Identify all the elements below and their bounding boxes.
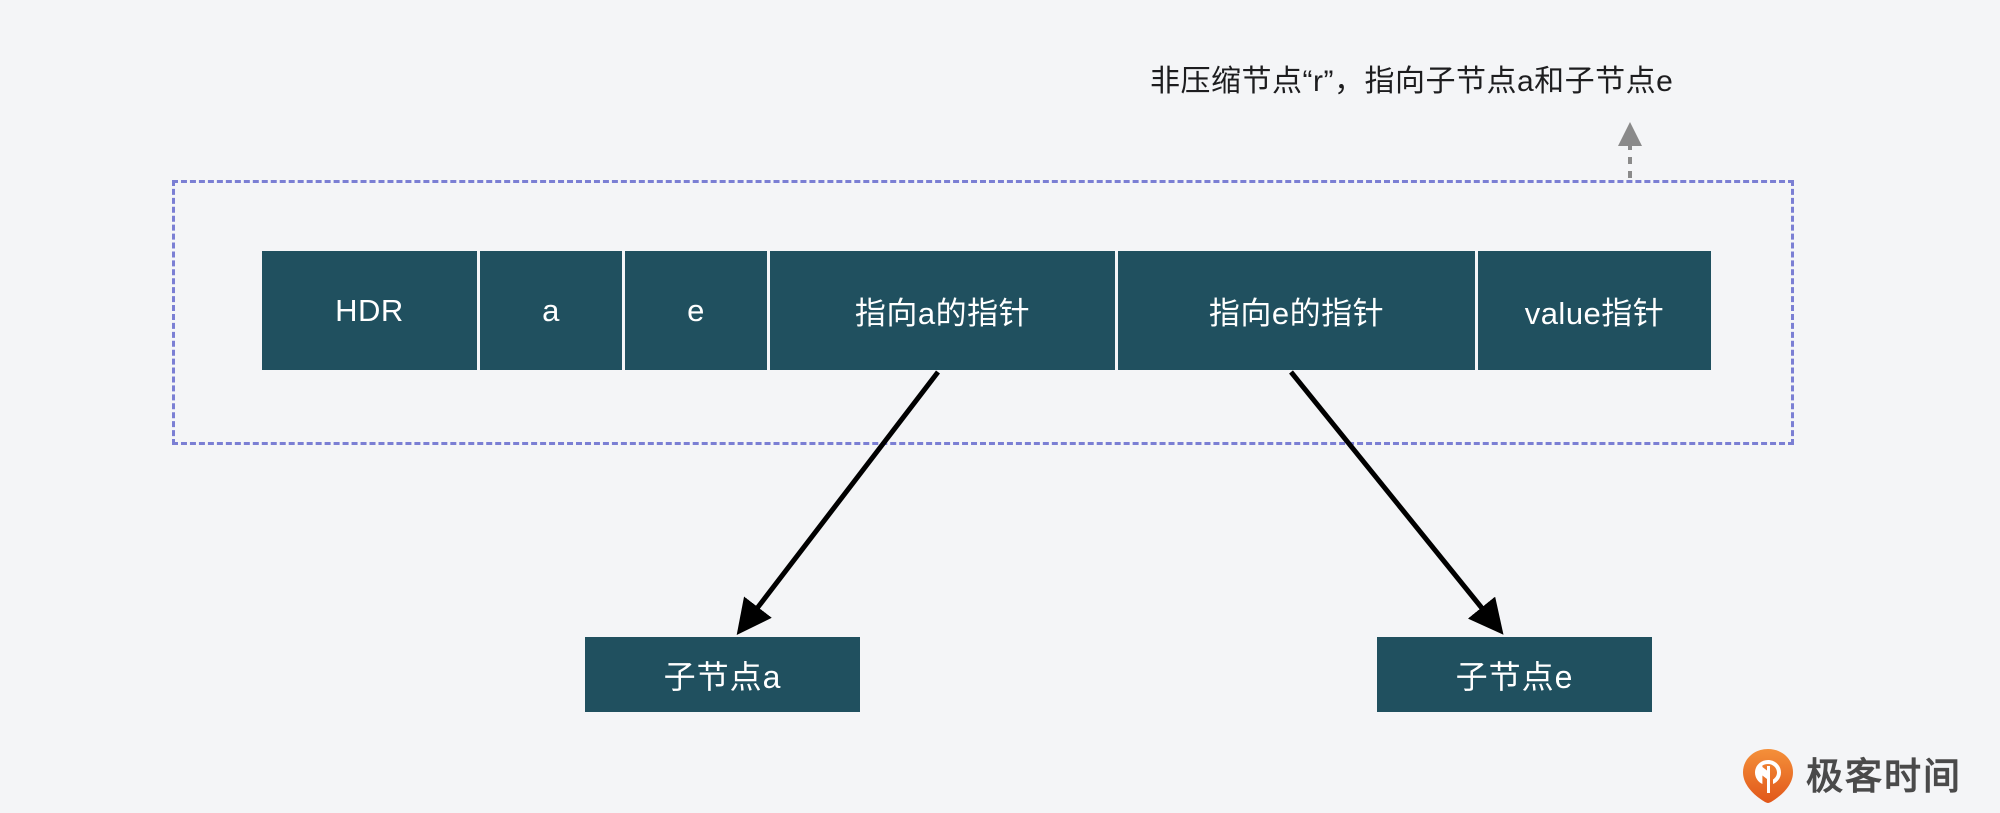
uncompressed-node-container — [172, 180, 1794, 445]
cell-value-pointer: value指针 — [1478, 251, 1711, 370]
cell-char-e: e — [625, 251, 770, 370]
child-node-a: 子节点a — [585, 637, 860, 712]
node-layout-strip: HDR a e 指向a的指针 指向e的指针 value指针 — [262, 251, 1711, 370]
geektime-logo-text: 极客时间 — [1806, 755, 1962, 797]
cell-char-a: a — [480, 251, 625, 370]
cell-pointer-a: 指向a的指针 — [770, 251, 1118, 370]
geektime-logo: 极客时间 — [1742, 748, 1962, 804]
child-node-e: 子节点e — [1377, 637, 1652, 712]
cell-hdr: HDR — [262, 251, 480, 370]
geektime-logo-mark — [1743, 749, 1793, 803]
cell-pointer-e: 指向e的指针 — [1118, 251, 1478, 370]
annotation-label: 非压缩节点“r”，指向子节点a和子节点e — [1150, 65, 1674, 98]
